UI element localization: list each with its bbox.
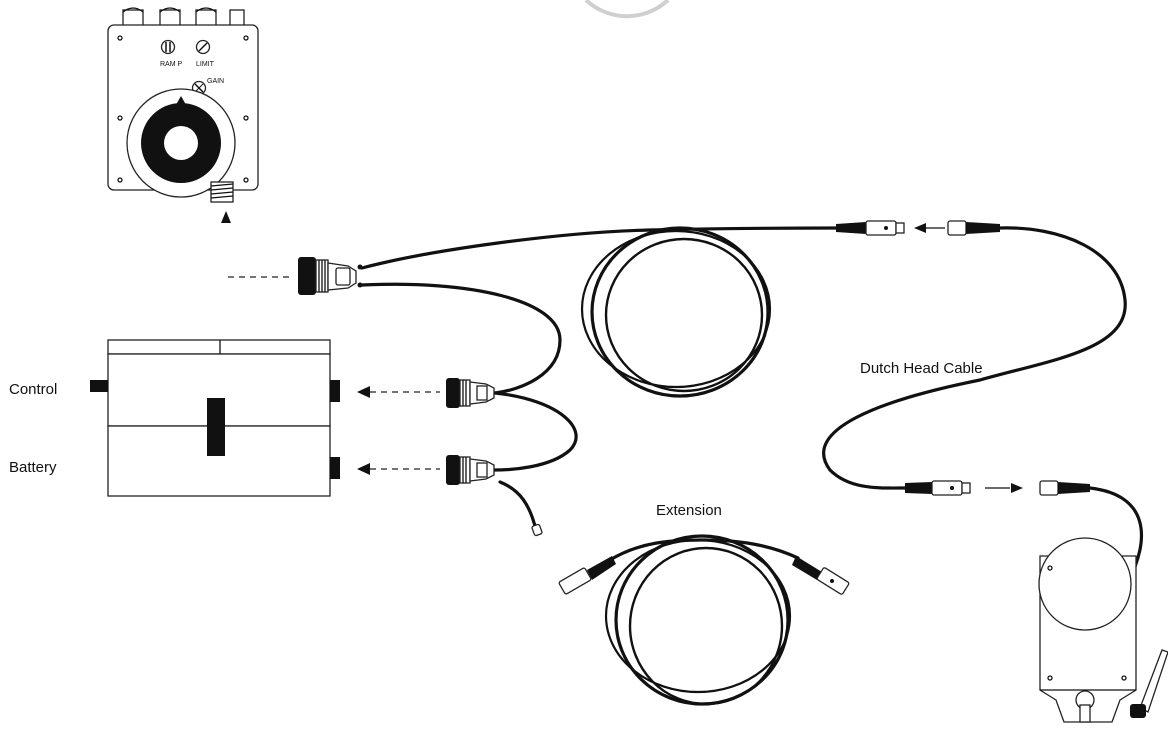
top-connectors xyxy=(122,7,245,27)
gain-label: GAIN xyxy=(207,78,224,85)
dutch-head-cable-label: Dutch Head Cable xyxy=(860,360,983,377)
battery-connector xyxy=(446,455,495,485)
battery-socket xyxy=(330,457,340,479)
extension-cable xyxy=(558,534,850,706)
extension-label: Extension xyxy=(656,502,722,519)
ramp-trim-icon[interactable] xyxy=(160,39,176,55)
dutch-head-cable xyxy=(228,226,840,532)
hand-control-unit: RAM P LIMIT GAIN xyxy=(107,7,259,223)
right-arrow-icon xyxy=(1011,483,1023,493)
limit-label: LIMIT xyxy=(196,61,215,68)
battery-label: Battery xyxy=(9,459,57,476)
bottom-connector xyxy=(210,181,234,203)
pigtail-plug xyxy=(531,523,543,537)
control-socket xyxy=(330,380,340,402)
control-arrow-icon xyxy=(357,386,370,398)
extension-right-plug xyxy=(792,556,850,595)
main-connector xyxy=(298,257,363,295)
motor-disc xyxy=(1038,537,1132,631)
box-lid xyxy=(107,339,331,355)
motor-lever xyxy=(1139,649,1168,713)
control-label: Control xyxy=(9,381,57,398)
bottom-right-coupling xyxy=(905,480,1090,496)
battery-arrow-icon xyxy=(357,463,370,475)
extension-left-plug xyxy=(558,556,616,595)
knob-pointer-icon xyxy=(173,96,189,110)
left-arrow-icon xyxy=(914,223,926,233)
top-arc-artifact xyxy=(584,0,670,19)
dutch-head-motor xyxy=(1038,537,1168,723)
control-battery-box xyxy=(90,339,340,497)
control-side-plug xyxy=(90,380,108,392)
control-connector xyxy=(446,378,495,408)
center-latch xyxy=(207,398,225,456)
ramp-label: RAM P xyxy=(160,61,183,68)
top-right-coupling xyxy=(836,220,1000,236)
up-arrow-icon xyxy=(221,211,231,223)
